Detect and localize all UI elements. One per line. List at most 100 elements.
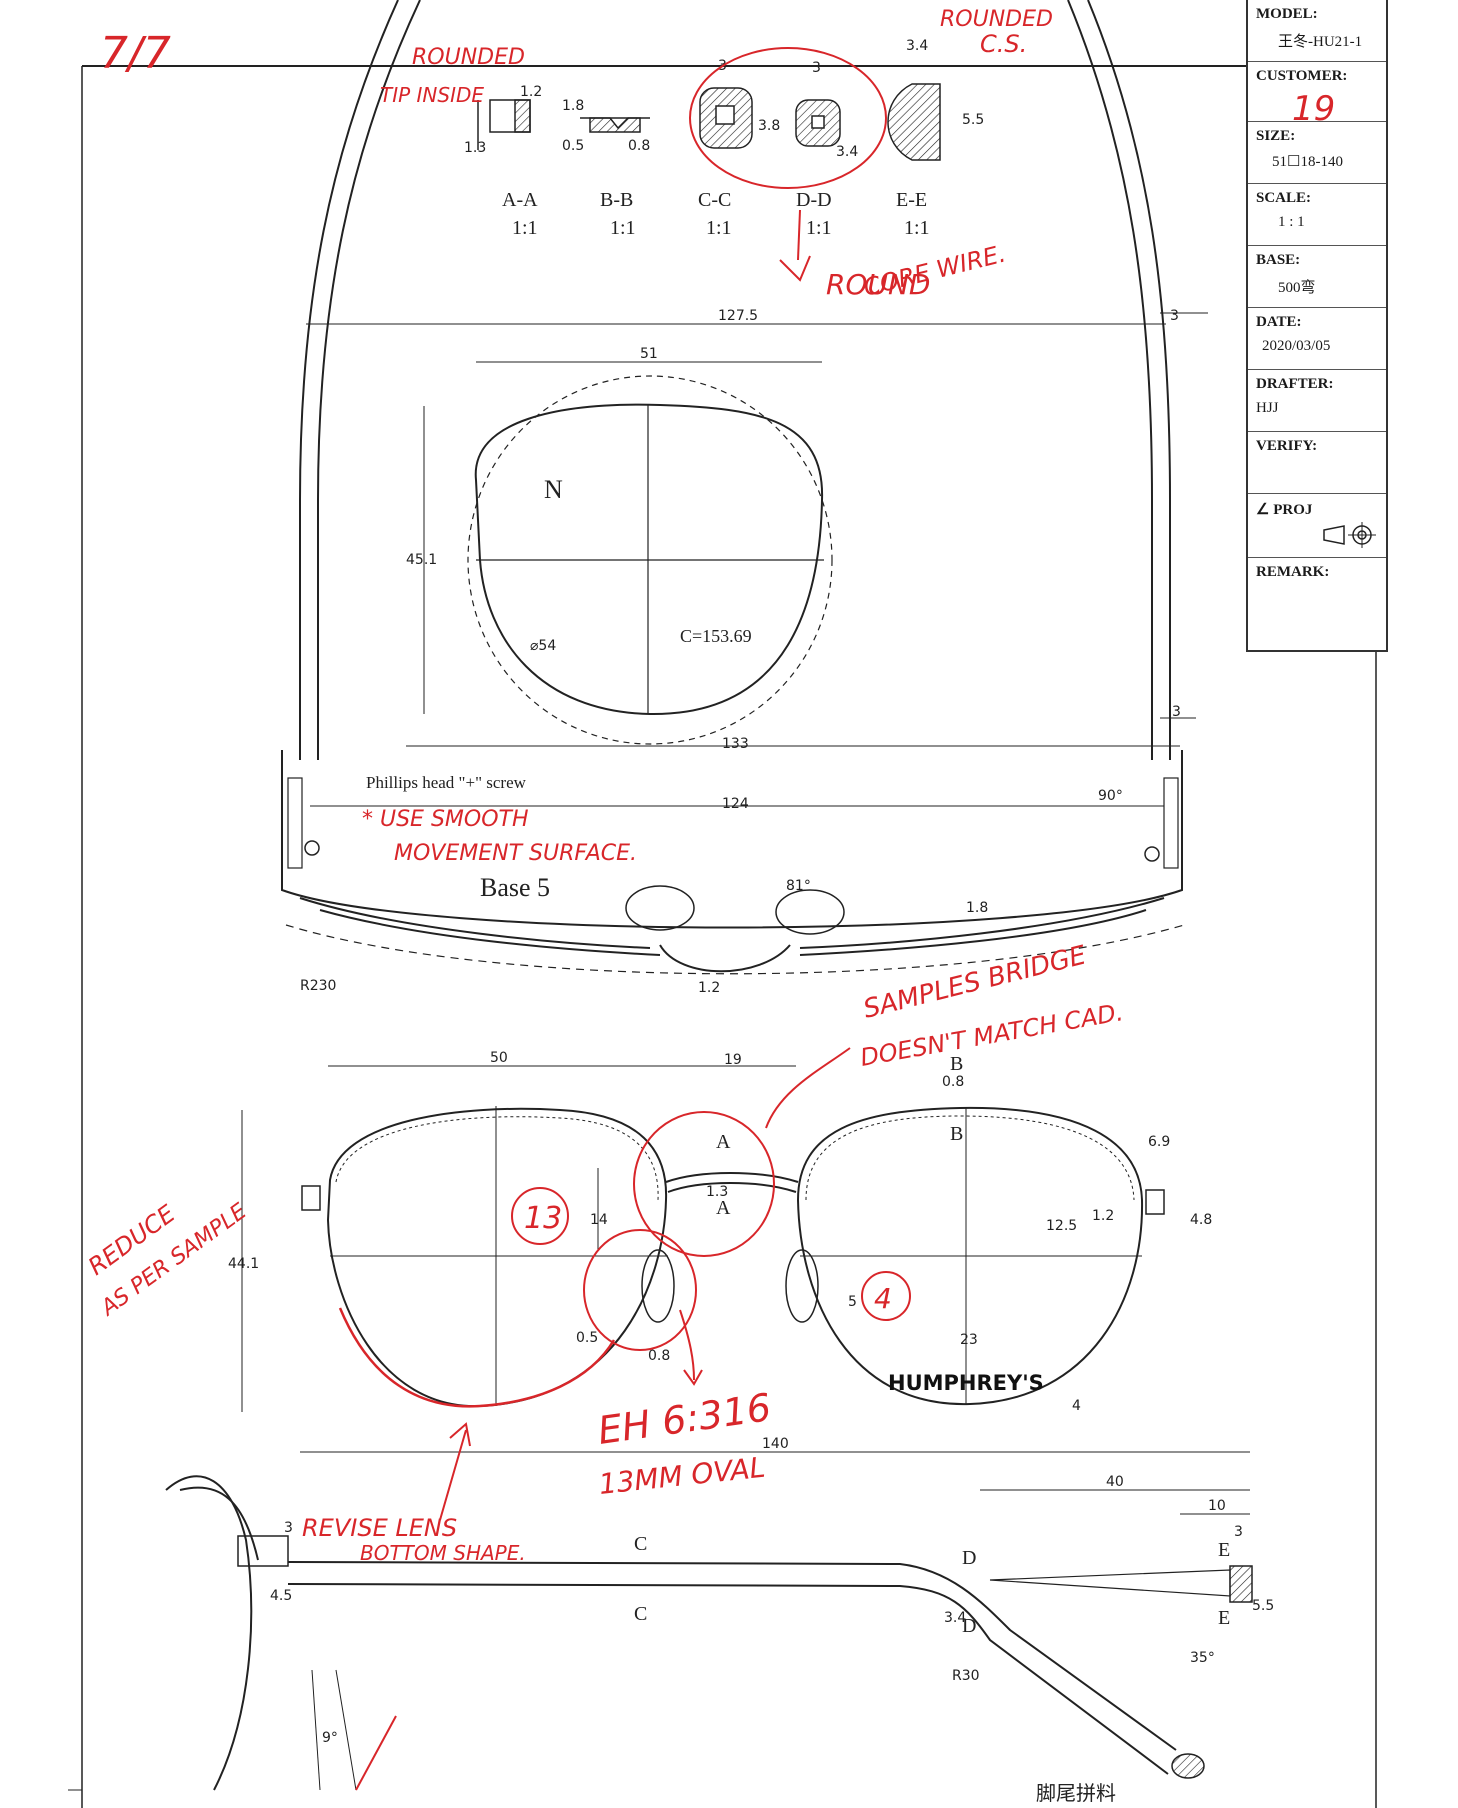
dim-lens-50: 50 (490, 1050, 508, 1066)
dim-dd-1: 3 (812, 60, 821, 76)
front-lens-left (326, 1106, 668, 1408)
dim-140: 140 (762, 1436, 789, 1452)
dim-14: 14 (590, 1212, 608, 1228)
mark-a-top: A (716, 1131, 731, 1153)
tb-drafter-label: DRAFTER: (1256, 376, 1334, 392)
annotation-core-wire: CORE WIRE. (861, 239, 1009, 301)
front-bridge (301, 1172, 1165, 1323)
annotation-revise: REVISE LENS (302, 1514, 457, 1542)
angle-temple: 90° (1098, 788, 1123, 804)
side-dimension-lines (300, 1451, 1250, 1515)
annotation-13: 13 (524, 1201, 562, 1236)
dim-4-8: 4.8 (1190, 1212, 1212, 1228)
tb-size-label: SIZE: (1256, 128, 1296, 144)
tb-date-value: 2020/03/05 (1262, 338, 1331, 354)
front-lens-left-red-bottom (338, 1307, 616, 1408)
tip-note: 脚尾拼料 (1036, 1782, 1116, 1805)
mark-d-top: D (962, 1547, 976, 1569)
annotation-bottom-shape: BOTTOM SHAPE. (360, 1541, 526, 1565)
dim-ee-1: 3.4 (906, 38, 928, 54)
section-label-aa: A-A (502, 189, 538, 211)
annotation-circle-bridge (633, 1111, 775, 1257)
dim-4-5: 4.5 (270, 1588, 292, 1604)
dim-5: 5 (848, 1294, 857, 1310)
radius-r230: R230 (300, 978, 336, 994)
annotation-eh-code: EH 6:316 (595, 1385, 774, 1453)
tb-verify: VERIFY: (1248, 432, 1386, 494)
dim-3-4: 3.4 (944, 1610, 966, 1626)
dim-3-side-left: 3 (284, 1520, 293, 1536)
tb-customer-label: CUSTOMER: (1256, 68, 1348, 84)
tb-date-label: DATE: (1256, 314, 1302, 330)
dim-23: 23 (960, 1332, 978, 1348)
front-lens-right (796, 1106, 1144, 1406)
dim-bridge-19: 19 (724, 1052, 742, 1068)
dim-aa-2: 1.3 (464, 140, 486, 156)
tb-size: SIZE: 51☐18-140 (1248, 122, 1386, 184)
annotation-oval: 13MM OVAL (597, 1451, 766, 1501)
dim-a-13: 1.3 (706, 1184, 728, 1200)
annotation-arrows (355, 209, 851, 1791)
dim-outer-width: 133 (722, 736, 749, 752)
tb-drafter-value: HJJ (1256, 400, 1279, 416)
annotation-movement-surface: MOVEMENT SURFACE. (394, 841, 637, 866)
dim-0-5: 0.5 (576, 1330, 598, 1346)
section-scale-aa: 1:1 (512, 217, 538, 239)
dim-6-9: 6.9 (1148, 1134, 1170, 1150)
section-label-ee: E-E (896, 189, 927, 211)
section-dd (795, 99, 841, 147)
mark-d-bottom: D (962, 1615, 976, 1637)
front-dimension-lines (241, 1065, 796, 1412)
section-scale-ee: 1:1 (904, 217, 930, 239)
annotation-circle-cd (689, 47, 887, 189)
tb-scale-label: SCALE: (1256, 190, 1312, 206)
annotation-use-smooth: * USE SMOOTH (362, 807, 529, 832)
mark-b-bottom: B (950, 1123, 963, 1145)
lens-mark-n: N (544, 475, 563, 504)
top-view-frame (299, 0, 1171, 760)
brand-logo: HUMPHREY'S (888, 1371, 1044, 1395)
annotation-page: 7/7 (100, 28, 171, 79)
annotation-customer-19: 19 (1292, 89, 1335, 129)
tb-model-value: 王冬-HU21-1 (1278, 34, 1363, 50)
dim-b-08: 0.8 (942, 1074, 964, 1090)
tb-base-value: 500弯 (1278, 280, 1316, 296)
angle-35: 35° (1190, 1650, 1215, 1666)
dim-44-1: 44.1 (228, 1256, 259, 1272)
annotation-circle-4 (861, 1271, 911, 1321)
dim-lens-width: 51 (640, 346, 658, 362)
tb-verify-label: VERIFY: (1256, 438, 1318, 454)
annotation-round: ROUND (826, 268, 931, 301)
annotation-tip-inside: TIP INSIDE (380, 83, 484, 107)
tb-base-label: BASE: (1256, 252, 1301, 268)
dim-1-2: 1.2 (698, 980, 720, 996)
section-label-dd: D-D (796, 189, 832, 211)
projection-symbol-icon (1323, 522, 1376, 548)
dim-40: 40 (1106, 1474, 1124, 1490)
dim-127-5: 127.5 (718, 308, 758, 324)
dim-4: 4 (1072, 1398, 1081, 1414)
tb-base: BASE: 500弯 (1248, 246, 1386, 308)
dim-10: 10 (1208, 1498, 1226, 1514)
mark-a-bottom: A (716, 1197, 731, 1219)
dim-inner-width: 124 (722, 796, 749, 812)
section-ee (887, 83, 941, 161)
tb-customer: CUSTOMER: (1248, 62, 1386, 122)
title-block: MODEL: 王冬-HU21-1 CUSTOMER: SIZE: 51☐18-1… (1246, 0, 1388, 652)
tb-model: MODEL: 王冬-HU21-1 (1248, 0, 1386, 62)
screw-note: Phillips head "+" screw (366, 773, 527, 792)
tb-drafter: DRAFTER: HJJ (1248, 370, 1386, 432)
section-label-bb: B-B (600, 189, 633, 211)
dim-5-5: 5.5 (1252, 1598, 1274, 1614)
section-aa (477, 99, 531, 150)
dim-cc-2: 3.8 (758, 118, 780, 134)
annotation-cs: C.S. (980, 30, 1027, 58)
section-cc (699, 87, 753, 149)
annotation-circle-nosepad (583, 1229, 697, 1351)
annotation-rounded-cs: ROUNDED (940, 7, 1053, 32)
section-label-cc: C-C (698, 189, 731, 211)
dim-bb-1: 1.8 (562, 98, 584, 114)
dim-bb-2: 0.5 (562, 138, 584, 154)
tb-model-label: MODEL: (1256, 6, 1318, 22)
dim-dd-2: 3.4 (836, 144, 858, 160)
